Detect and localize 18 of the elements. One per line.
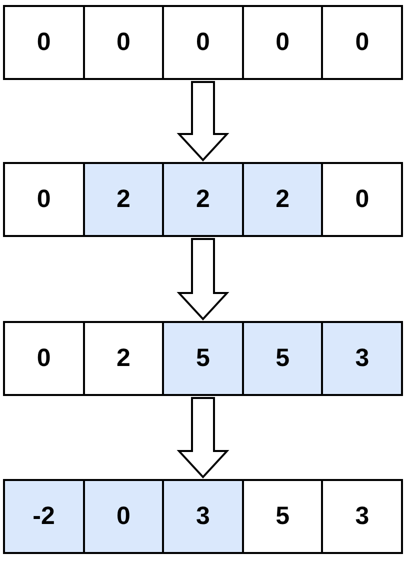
array-cell: 2: [82, 164, 162, 235]
array-row: [3, 321, 403, 396]
array-cell: 2: [162, 164, 242, 235]
array-cell: -2: [5, 481, 83, 552]
array-cell: 5: [242, 323, 322, 394]
array-row: [3, 5, 403, 80]
array-row: [3, 162, 403, 237]
block-arrow: [176, 81, 230, 162]
array-cell: 5: [162, 323, 242, 394]
array-cell: 3: [321, 323, 401, 394]
array-cell: 0: [242, 7, 322, 78]
block-arrow: [176, 397, 230, 478]
block-arrow: [176, 238, 230, 320]
array-cell: 2: [242, 164, 322, 235]
array-cell: 0: [82, 481, 162, 552]
array-cell: 3: [162, 481, 242, 552]
array-cell: 5: [242, 481, 322, 552]
array-row: [3, 479, 403, 554]
